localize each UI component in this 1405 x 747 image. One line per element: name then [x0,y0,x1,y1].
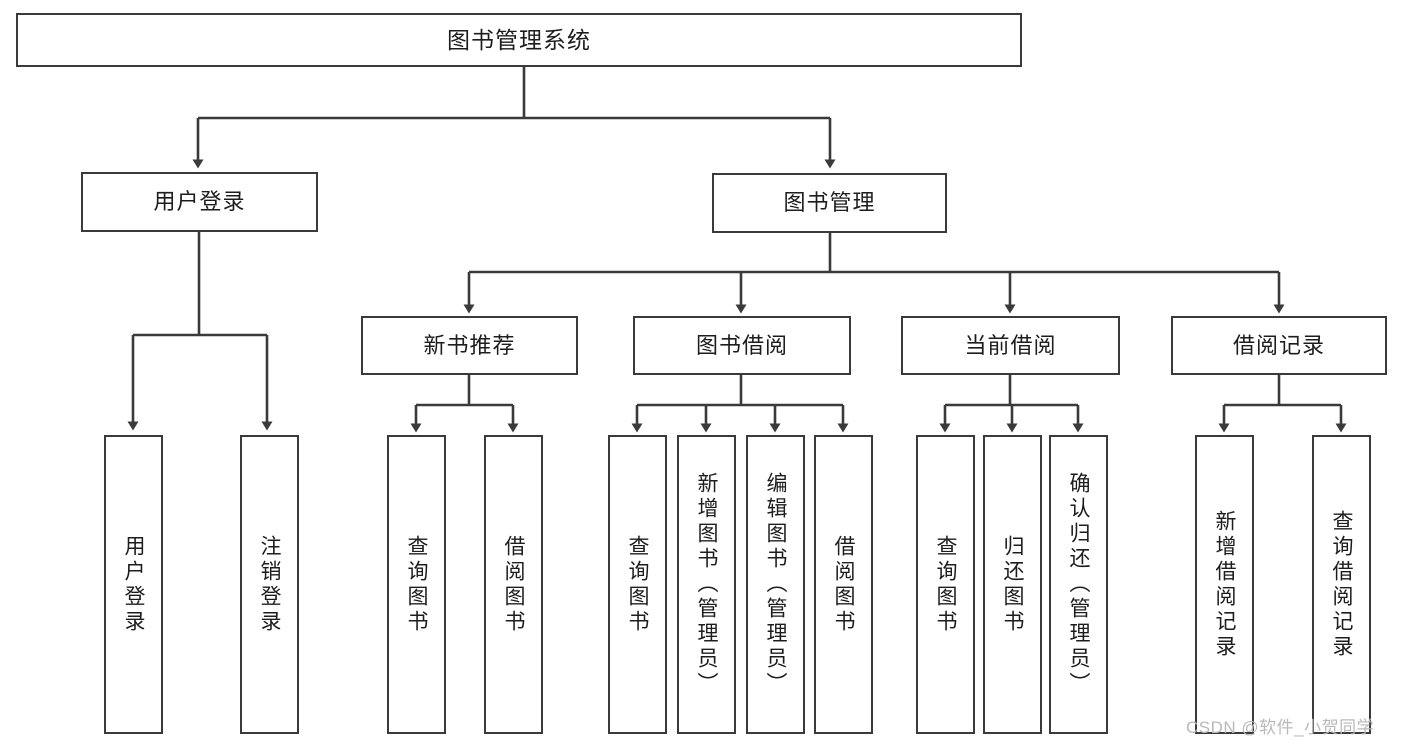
node-leaf-query-book-recommendation[interactable]: 查询图书 [387,435,446,734]
node-leaf-user-login[interactable]: 用户登录 [104,435,163,734]
node-leaf-add-borrow-record[interactable]: 新增借阅记录 [1195,435,1254,734]
node-label: 借阅图书 [832,534,856,635]
watermark-csdn: CSDN @软件_小贺同学 [1186,718,1375,737]
node-label: 借阅图书 [502,534,526,635]
node-book-management[interactable]: 图书管理 [712,173,947,233]
node-label: 借阅记录 [1232,332,1325,358]
node-label: 用户登录 [122,534,146,635]
node-label: 查询图书 [626,534,650,635]
node-leaf-edit-book-admin[interactable]: 编辑图书（管理员） [746,435,805,734]
node-leaf-add-book-admin[interactable]: 新增图书（管理员） [677,435,736,734]
node-label: 查询借阅记录 [1330,509,1354,660]
node-leaf-borrow-book-recommendation[interactable]: 借阅图书 [484,435,543,734]
node-label: 注销登录 [258,534,282,635]
node-user-login[interactable]: 用户登录 [81,172,318,232]
node-label: 确认归还（管理员） [1067,472,1091,697]
node-leaf-confirm-return-admin[interactable]: 确认归还（管理员） [1049,435,1108,734]
node-label: 查询图书 [934,534,958,635]
node-leaf-logout-login[interactable]: 注销登录 [240,435,299,734]
node-borrowing-record[interactable]: 借阅记录 [1171,316,1387,375]
node-label: 新书推荐 [423,332,516,358]
node-leaf-borrow-book-borrowing[interactable]: 借阅图书 [814,435,873,734]
node-current-borrowing[interactable]: 当前借阅 [901,316,1120,375]
node-label: 查询图书 [405,534,429,635]
node-leaf-query-book-borrowing[interactable]: 查询图书 [608,435,667,734]
node-leaf-query-borrow-record[interactable]: 查询借阅记录 [1312,435,1371,734]
node-new-book-recommendation[interactable]: 新书推荐 [361,316,578,375]
node-label: 归还图书 [1001,534,1025,635]
node-label: 图书借阅 [695,332,788,358]
node-label: 图书管理系统 [447,26,591,53]
node-book-borrowing[interactable]: 图书借阅 [633,316,851,375]
node-root-book-management-system[interactable]: 图书管理系统 [16,13,1022,67]
node-label: 当前借阅 [964,332,1057,358]
node-label: 用户登录 [153,189,246,215]
node-label: 新增借阅记录 [1213,509,1237,660]
node-leaf-query-book-current[interactable]: 查询图书 [916,435,975,734]
node-label: 编辑图书（管理员） [764,472,788,697]
node-label: 新增图书（管理员） [695,472,719,697]
node-leaf-return-book[interactable]: 归还图书 [983,435,1042,734]
node-label: 图书管理 [783,190,876,216]
